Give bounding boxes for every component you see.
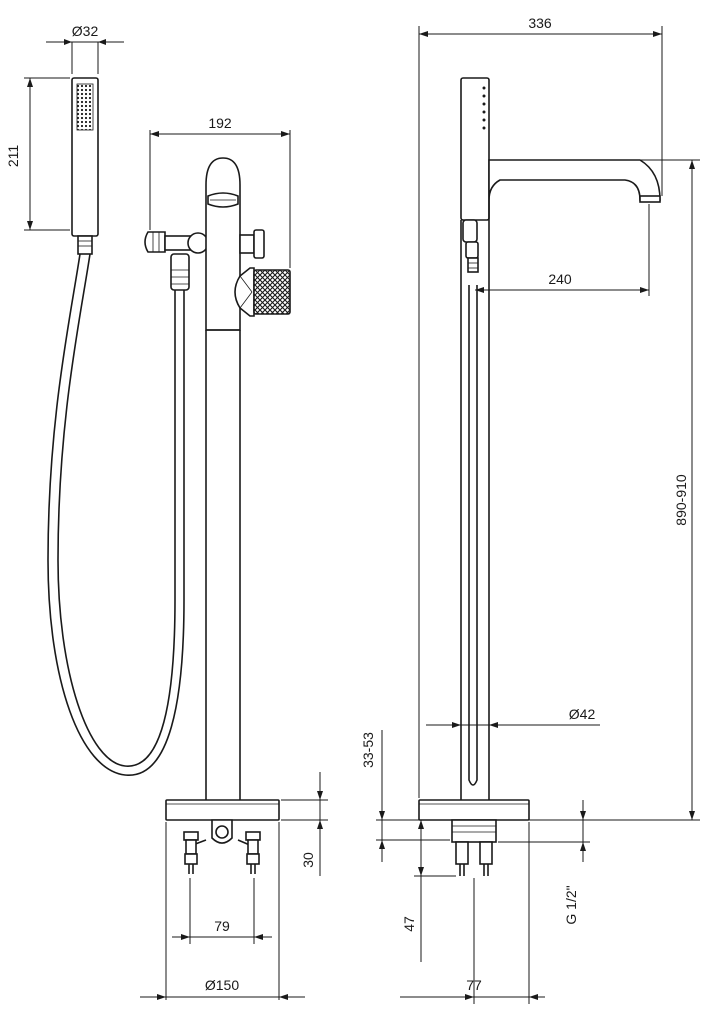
side-spout (488, 159, 661, 203)
dim-label: 33-53 (360, 732, 376, 768)
shower-hose (47, 253, 185, 776)
mixer-body (205, 157, 291, 331)
dim-body-width: 192 (149, 115, 291, 268)
dim-base-height: 30 (281, 772, 328, 876)
side-hand-shower (460, 77, 490, 273)
dim-thread: G 1/2" (498, 800, 590, 925)
side-supply-connections (451, 819, 497, 876)
side-column (460, 200, 490, 800)
dim-label: 890-910 (673, 474, 689, 526)
dim-connection-offset: 77 (400, 822, 545, 1004)
dim-label: Ø42 (569, 706, 596, 722)
dim-connection-spacing: 79 (172, 878, 272, 944)
supply-connections (183, 819, 261, 874)
dim-label: 30 (300, 852, 316, 868)
hand-shower (71, 77, 99, 255)
dim-label: 79 (214, 918, 230, 934)
side-base-plate (418, 799, 530, 821)
dim-label: 47 (401, 916, 417, 932)
dim-total-height: 890-910 (531, 159, 700, 821)
front-view: Ø32 211 192 30 (5, 23, 328, 1000)
dim-label: 240 (548, 271, 572, 287)
dim-label: G 1/2" (563, 885, 579, 924)
dim-base-height-range: 33-53 (360, 730, 450, 862)
dim-total-width: 336 (418, 15, 663, 798)
dim-column-diameter: Ø42 (426, 706, 600, 728)
dim-label: Ø32 (72, 23, 99, 39)
dim-connection-depth: 47 (401, 820, 456, 962)
column (205, 330, 241, 800)
dim-hand-shower-length: 211 (5, 77, 70, 231)
base-plate (165, 799, 280, 821)
dim-spout-reach: 240 (475, 204, 650, 296)
dim-label: 336 (528, 15, 552, 31)
dim-label: 192 (208, 115, 232, 131)
side-view: 336 240 890-910 Ø42 (360, 15, 700, 1004)
dim-label: 77 (466, 977, 482, 993)
shower-holder (144, 231, 209, 291)
dim-label: Ø150 (205, 977, 239, 993)
dim-base-diameter: Ø150 (140, 822, 305, 1000)
dim-hand-shower-diameter: Ø32 (46, 23, 124, 74)
dim-label: 211 (5, 145, 21, 168)
